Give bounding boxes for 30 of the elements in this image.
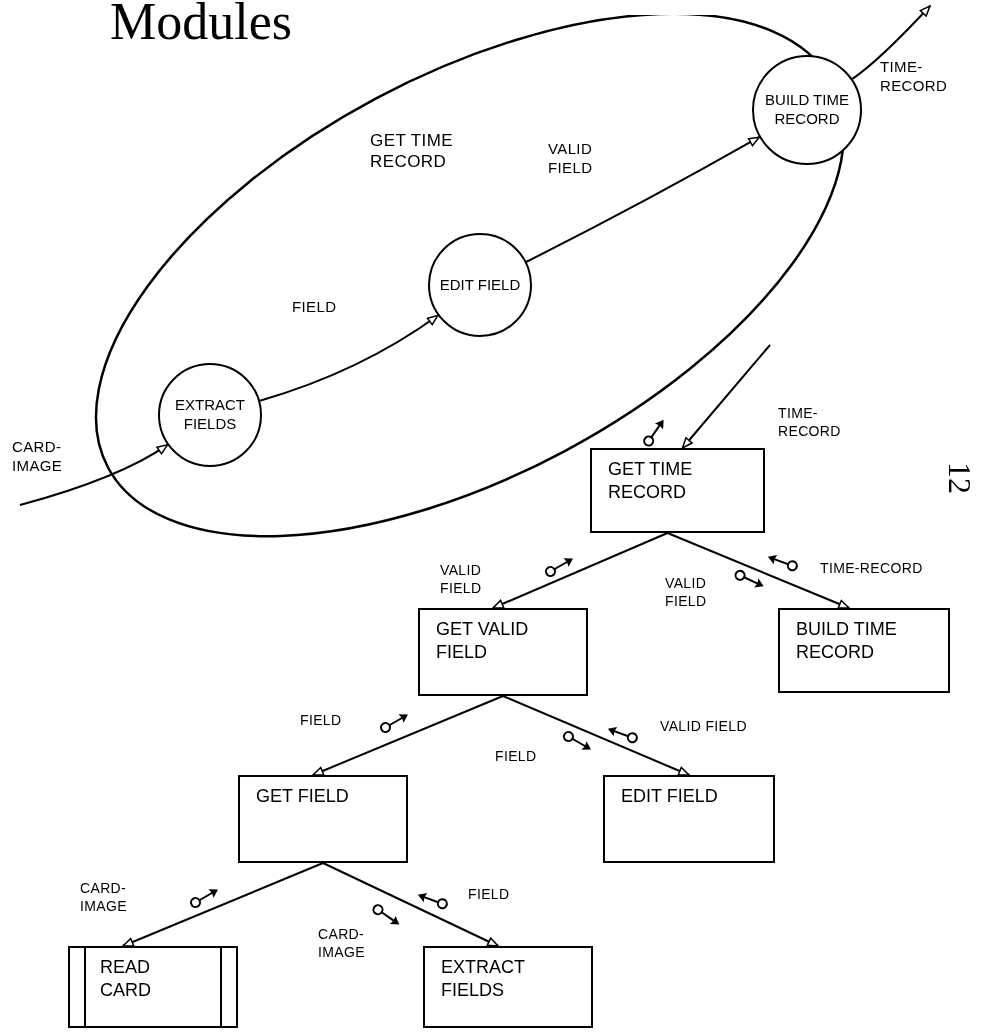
node-label: EDIT FIELD [621, 786, 718, 806]
node-label: EXTRACT FIELDS [174, 396, 246, 434]
node-label: GET TIME RECORD [608, 459, 693, 502]
library-module-box [68, 946, 238, 1028]
node-label: BUILD TIME RECORD [796, 619, 897, 662]
module-box [418, 608, 588, 696]
node-label: GET VALID FIELD [436, 619, 529, 662]
arrow [19, 443, 169, 506]
node-label: READ CARD [100, 957, 151, 1000]
arrow [525, 136, 761, 263]
node-label: GET TIME RECORD [370, 131, 454, 172]
arrow [492, 532, 669, 609]
arrow [312, 695, 504, 776]
node-label: EDIT FIELD [439, 275, 521, 295]
arrow [122, 862, 324, 947]
node-label: GET FIELD [256, 786, 349, 806]
module-box [778, 608, 950, 693]
arrow [322, 862, 499, 947]
module-box [423, 946, 593, 1028]
page-number: 12 [944, 461, 976, 496]
arrow [851, 5, 931, 80]
arrow [502, 695, 690, 776]
arrow [681, 344, 771, 449]
node-label: BUILD TIME RECORD [764, 91, 850, 129]
module-box [603, 775, 775, 863]
module-box [238, 775, 408, 863]
title: Modules [110, 0, 292, 48]
arrow [666, 532, 850, 609]
node-label: EXTRACT FIELDS [441, 957, 525, 1000]
module-box [590, 448, 765, 533]
